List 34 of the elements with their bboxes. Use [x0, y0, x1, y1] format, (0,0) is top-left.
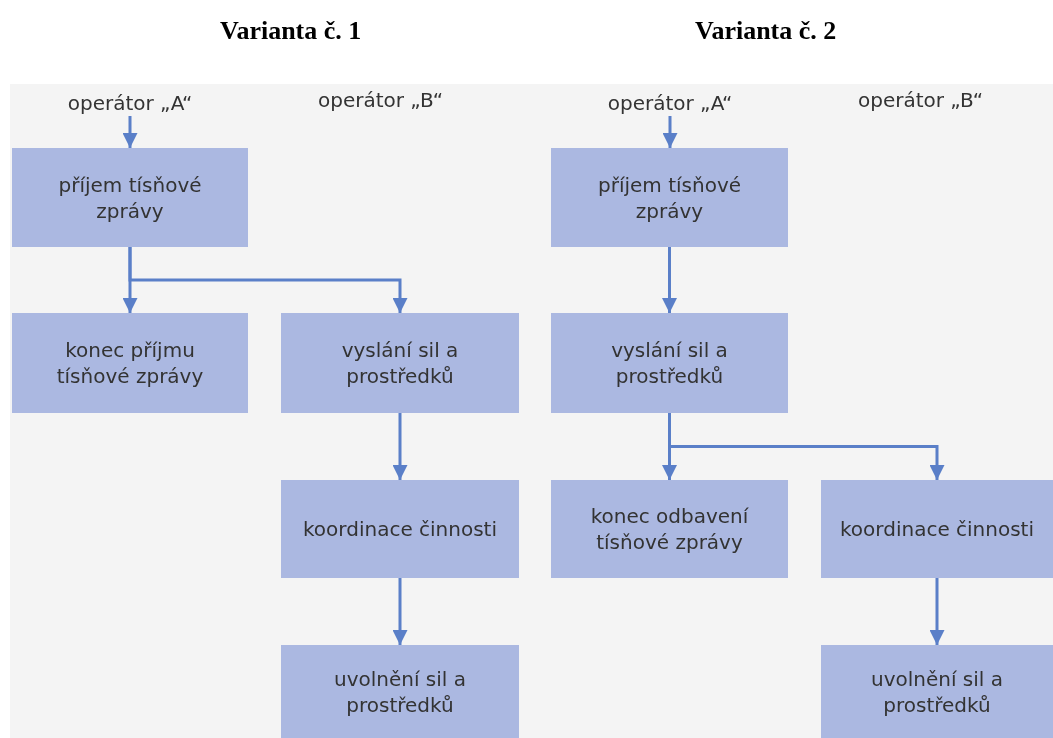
variant-heading: Varianta č. 2 — [695, 16, 837, 46]
box-text: koordinace činnosti — [840, 516, 1034, 542]
operator-label: operátor „A“ — [67, 90, 193, 116]
process-box — [551, 313, 788, 413]
process-box — [12, 313, 248, 413]
process-box — [281, 645, 519, 738]
box-text: koordinace činnosti — [303, 516, 497, 542]
operator-label: operátor „A“ — [607, 90, 733, 116]
box-text: příjem tísňové zprávy — [596, 171, 742, 224]
process-box — [821, 645, 1053, 738]
process-box — [281, 480, 519, 578]
arrow — [662, 116, 678, 148]
process-box — [821, 480, 1053, 578]
variant-heading: Varianta č. 1 — [220, 16, 362, 46]
process-box — [281, 313, 519, 413]
box-text: konec příjmu tísňové zprávy — [55, 337, 205, 389]
box-text: vyslání sil a prostředků — [340, 337, 460, 389]
box-text: vyslání sil a prostředků — [610, 337, 729, 389]
box-text: uvolnění sil a prostředků — [870, 665, 1004, 718]
process-box — [12, 148, 248, 247]
arrow — [929, 578, 945, 645]
arrow — [392, 413, 408, 480]
arrow — [392, 578, 408, 645]
box-text: příjem tísňové zprávy — [57, 171, 203, 224]
arrow — [668, 413, 945, 480]
arrow — [662, 247, 677, 313]
process-box — [551, 480, 788, 578]
operator-label: operátor „B“ — [858, 88, 983, 112]
arrow — [122, 116, 138, 148]
process-box — [551, 148, 788, 247]
box-text: uvolnění sil a prostředků — [333, 665, 467, 718]
arrow — [128, 247, 408, 313]
box-text: konec odbavení tísňové zprávy — [589, 503, 750, 555]
operator-label: operátor „B“ — [318, 88, 443, 112]
